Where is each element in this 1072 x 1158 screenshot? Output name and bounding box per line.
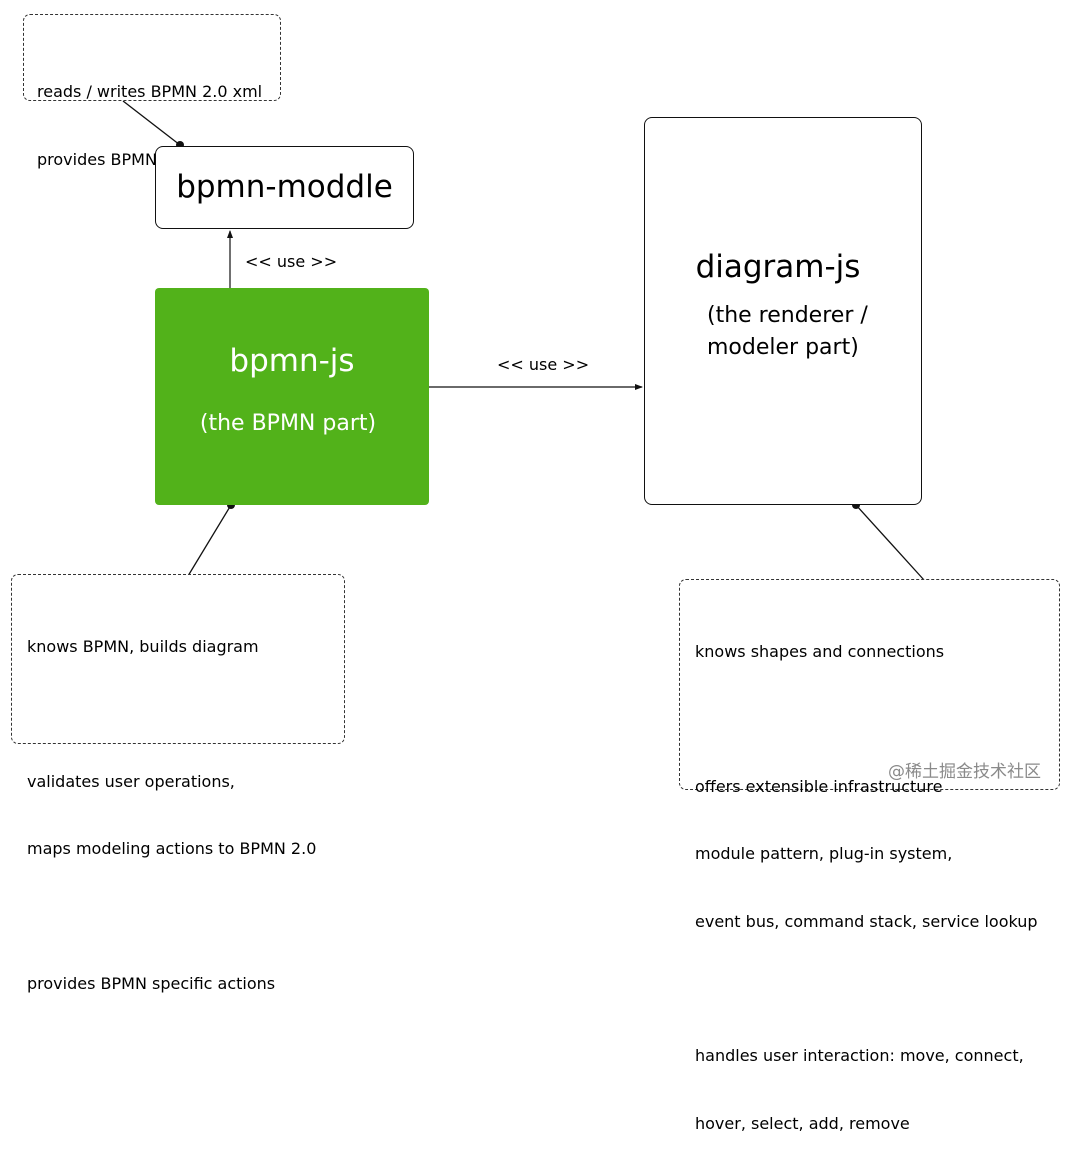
node-sublabel-line: modeler part)	[707, 335, 859, 360]
note-line: validates user operations,	[27, 771, 235, 791]
node-sublabel-line: (the renderer /	[707, 303, 868, 328]
note-line: knows shapes and connections	[695, 642, 945, 661]
edge-label-use-moddle: << use >>	[245, 252, 338, 271]
note-line: knows BPMN, builds diagram	[27, 637, 259, 656]
note-spacer	[27, 704, 344, 726]
note-bpmn-moddle: reads / writes BPMN 2.0 xml provides BPM…	[23, 14, 281, 169]
note-line: module pattern, plug-in system,	[695, 844, 953, 863]
note-line: reads / writes BPMN 2.0 xml	[37, 82, 263, 101]
edge-label-use-diagram: << use >>	[497, 355, 590, 374]
note-line: hover, select, add, remove	[695, 1113, 910, 1133]
node-label: bpmn-moddle	[176, 169, 393, 205]
node-label: diagram-js	[695, 249, 861, 285]
node-sublabel: (the renderer / modeler part)	[707, 300, 868, 364]
node-diagram-js: diagram-js (the renderer / modeler part)	[644, 117, 922, 505]
note-spacer	[27, 906, 344, 928]
note-line: offers extensible infrastructure	[695, 776, 943, 796]
note-line: maps modeling actions to BPMN 2.0	[27, 839, 317, 858]
note-link-bpmnjs	[187, 504, 232, 577]
node-sublabel: (the BPMN part)	[199, 411, 377, 436]
node-bpmn-js: bpmn-js (the BPMN part)	[155, 288, 429, 505]
note-bpmn-js: knows BPMN, builds diagram validates use…	[11, 574, 345, 993]
note-link-diagram	[855, 504, 925, 581]
note-spacer	[695, 978, 1059, 1000]
note-line: handles user interaction: move, connect,	[695, 1046, 1024, 1065]
watermark: @稀土掘金技术社区	[888, 762, 1041, 782]
note-line: event bus, command stack, service lookup	[695, 911, 1038, 931]
node-label: bpmn-js	[229, 343, 355, 379]
node-bpmn-moddle: bpmn-moddle	[155, 146, 414, 229]
note-line: provides BPMN specific actions	[27, 973, 276, 993]
note-spacer	[695, 709, 1059, 731]
